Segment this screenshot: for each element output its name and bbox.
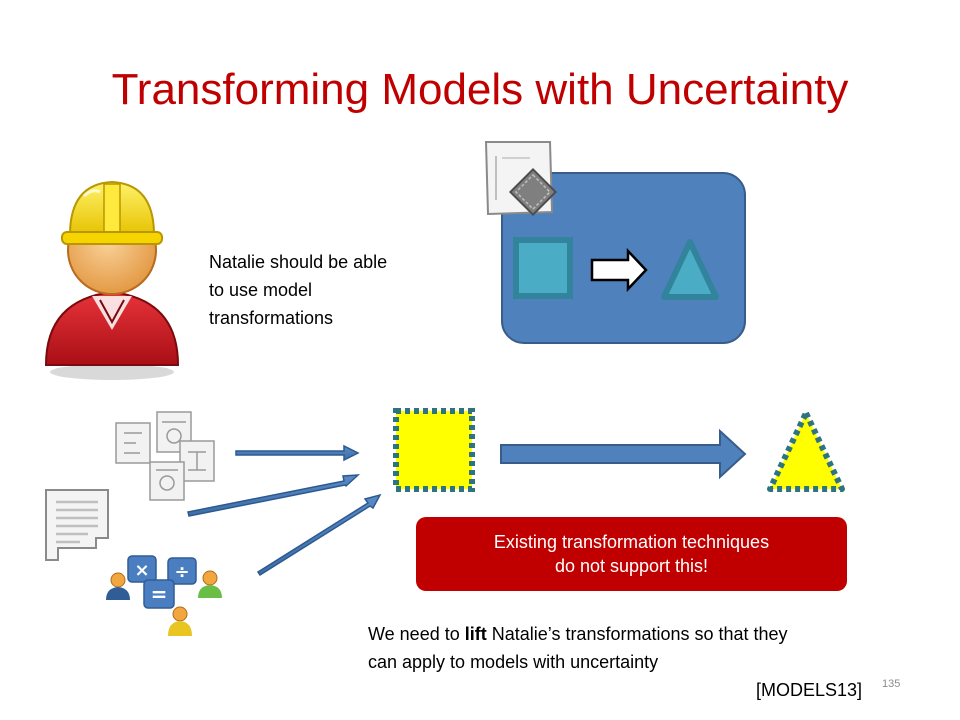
transformation-arrow — [500, 428, 747, 480]
document-icon — [45, 489, 109, 561]
caption-line: to use model — [209, 280, 313, 300]
transformation-panel — [501, 172, 746, 344]
reference-label: [MODELS13] — [756, 680, 863, 700]
bottom-line-1: We need to lift Natalie’s transformation… — [368, 620, 928, 648]
bottom-statement: We need to lift Natalie’s transformation… — [368, 620, 928, 676]
callout-line: do not support this! — [554, 556, 709, 576]
svg-text:=: = — [151, 582, 168, 606]
bottom-text-bold: lift — [464, 624, 487, 644]
uncertain-triangle — [767, 410, 845, 492]
caption-line: Natalie should be able — [209, 252, 388, 272]
worker-hardhat-icon — [44, 180, 180, 380]
transformation-document-icon — [484, 141, 558, 217]
callout-line: Existing transformation techniques — [493, 532, 770, 552]
caption-line: transformations — [209, 308, 334, 328]
uncertain-square — [393, 408, 475, 492]
page-number: 135 — [882, 678, 901, 690]
svg-text:×: × — [134, 560, 149, 581]
collaborating-people-icon: × ÷ = — [106, 555, 222, 636]
callout-box: Existing transformation techniques do no… — [416, 517, 847, 591]
input-arrows — [187, 444, 382, 577]
bottom-line-2: can apply to models with uncertainty — [368, 652, 659, 672]
bottom-text-pre: We need to — [368, 624, 465, 644]
slide-title: Transforming Models with Uncertainty — [111, 65, 849, 114]
bottom-text-post: Natalie’s transformations so that they — [486, 624, 788, 644]
natalie-caption: Natalie should be able to use model tran… — [209, 248, 449, 332]
uml-diagrams-icon — [115, 411, 215, 501]
svg-text:÷: ÷ — [174, 562, 189, 583]
white-arrow-icon — [590, 247, 648, 293]
